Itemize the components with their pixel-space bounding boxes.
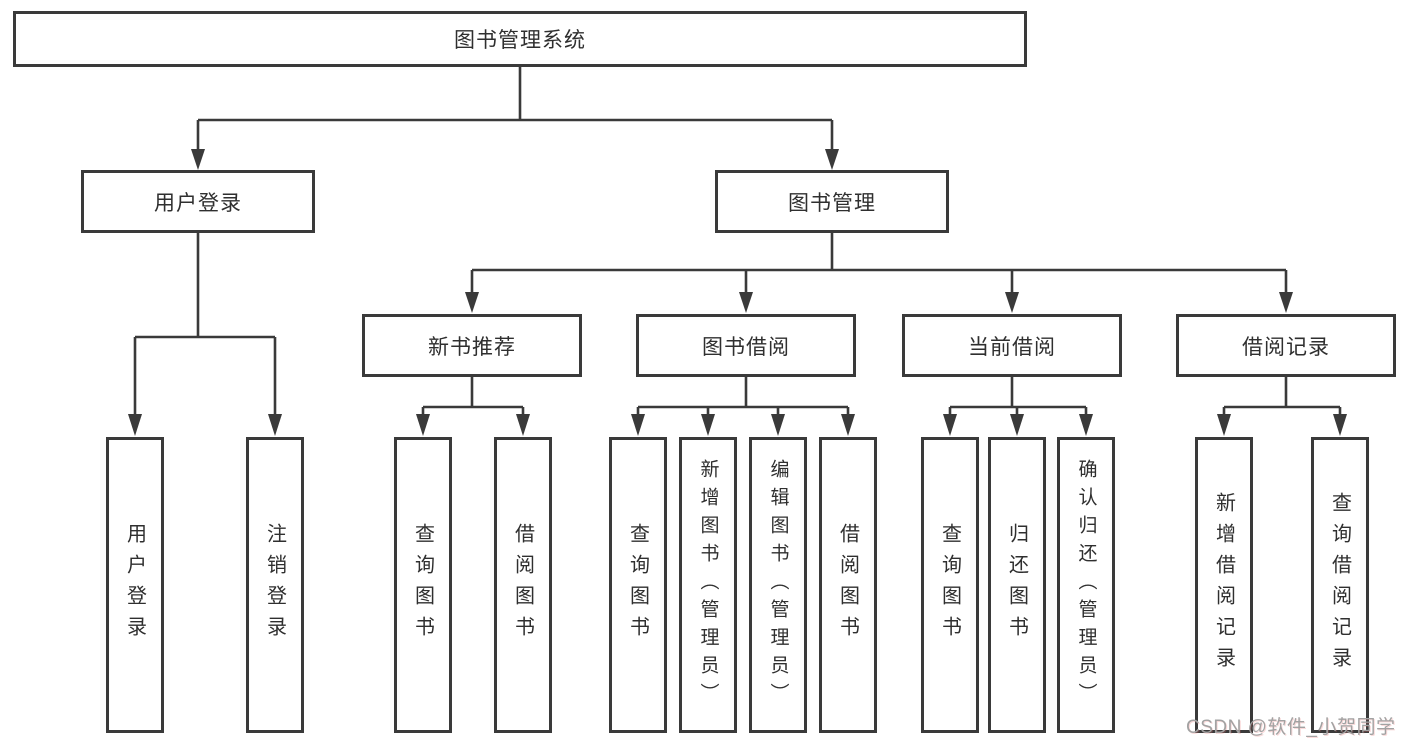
node-new-book-recommend: 新书推荐 <box>362 314 582 377</box>
arrowheads <box>128 149 1347 436</box>
node-leaf-borrowing-edit-books: 编辑图书（管理员） <box>749 437 807 733</box>
node-root: 图书管理系统 <box>13 11 1027 67</box>
node-book-management: 图书管理 <box>715 170 949 233</box>
node-borrowing-records: 借阅记录 <box>1176 314 1396 377</box>
node-leaf-user-login: 用户登录 <box>106 437 164 733</box>
node-leaf-current-query-books: 查询图书 <box>921 437 979 733</box>
node-user-login: 用户登录 <box>81 170 315 233</box>
node-current-borrowing: 当前借阅 <box>902 314 1122 377</box>
node-leaf-records-add-record: 新增借阅记录 <box>1195 437 1253 733</box>
node-book-borrowing: 图书借阅 <box>636 314 856 377</box>
node-leaf-recommend-query-books: 查询图书 <box>394 437 452 733</box>
node-leaf-borrowing-borrow-books: 借阅图书 <box>819 437 877 733</box>
node-leaf-current-confirm-return: 确认归还（管理员） <box>1057 437 1115 733</box>
csdn-watermark: CSDN @软件_小贺同学 <box>1186 717 1396 738</box>
node-leaf-borrowing-add-books: 新增图书（管理员） <box>679 437 737 733</box>
node-leaf-records-query-record: 查询借阅记录 <box>1311 437 1369 733</box>
node-leaf-borrowing-query-books: 查询图书 <box>609 437 667 733</box>
node-leaf-current-return-books: 归还图书 <box>988 437 1046 733</box>
node-leaf-logout: 注销登录 <box>246 437 304 733</box>
node-leaf-recommend-borrow-books: 借阅图书 <box>494 437 552 733</box>
